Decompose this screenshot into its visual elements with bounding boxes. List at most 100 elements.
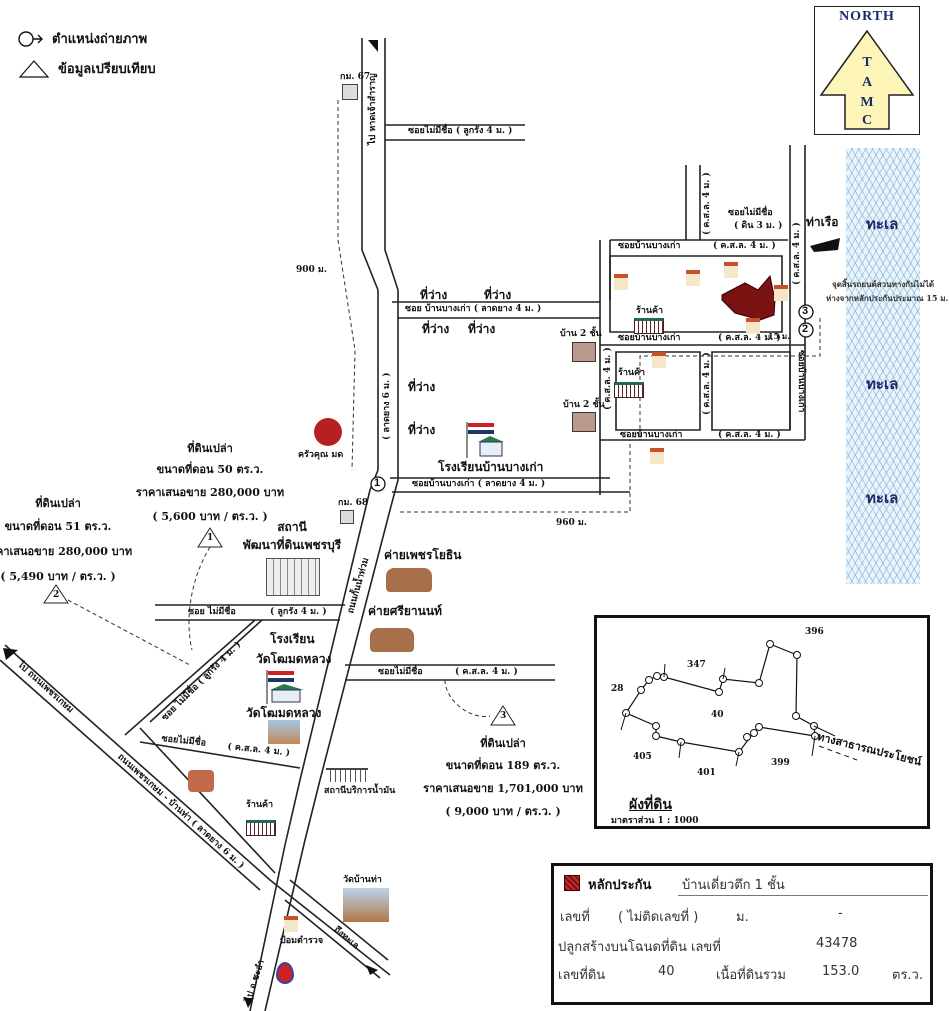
comparable-size: ขนาดที่ดอน 50 ตร.ว.: [156, 463, 264, 476]
distance-15-label: 15 ม.: [768, 331, 790, 341]
to-sea-road: [284, 879, 389, 979]
leader-lines: [67, 100, 821, 717]
comparable-1-marker[interactable]: [197, 527, 223, 548]
inner-block-right: [711, 351, 791, 431]
police-box-icon: [284, 916, 298, 932]
camera-position-icon: [18, 30, 43, 47]
east-block: [609, 255, 783, 333]
road-label-bangkao-low: ซอยบ้านบางเก่า: [620, 430, 683, 440]
neighbor-347: 347: [687, 660, 706, 670]
road-label-vertical-ksl-4: ( ค.ส.ล. 4 ม. ): [702, 352, 712, 415]
comparable-3-marker[interactable]: [490, 705, 516, 726]
house-icon: [650, 448, 664, 464]
comparable-unit-price: ( 9,000 บาท / ตร.ว. ): [445, 805, 561, 818]
road-label-soi-west: ซอย ไม่มีชื่อ: [188, 607, 236, 617]
restaurant-label: ครัวคุณ มด: [298, 450, 344, 460]
boundary-markers: [622, 640, 819, 756]
north-letter-t: T: [862, 55, 872, 70]
photo-point-2[interactable]: [798, 322, 814, 338]
neighbor-28: 28: [611, 684, 624, 694]
road-label-soi-west-surface: ( ลูกรัง 4 ม. ): [270, 607, 327, 617]
vacant-label: ที่ว่าง: [468, 322, 496, 336]
number-label: เลขที่: [560, 910, 590, 925]
camp-2-label: ค่ายศรียานนท์: [368, 604, 442, 618]
vacant-label: ที่ว่าง: [484, 288, 512, 302]
land-no-value: 40: [658, 964, 675, 979]
area-value: 153.0: [822, 964, 860, 979]
moo-value: -: [838, 906, 843, 921]
police-box-label: ป้อมตำรวจ: [280, 936, 324, 946]
comparable-size: ขนาดที่ดอน 189 ตร.ว.: [445, 759, 561, 772]
comparable-title: ที่ดินเปล่า: [187, 442, 233, 455]
shop-icon: [634, 318, 664, 334]
comparable-2-marker[interactable]: [43, 584, 69, 604]
leader-900: [337, 100, 356, 471]
comparable-unit-price: ( 5,600 บาท / ตร.ว. ): [152, 510, 268, 523]
photo-point-1[interactable]: [370, 476, 386, 492]
road-label-vertical-ksl-2: ( ค.ส.ล. 4 ม. ): [792, 222, 802, 285]
distance-900-label: 900 ม.: [296, 265, 327, 275]
land-no-label: เลขที่ดิน: [558, 968, 606, 983]
house-icon: [774, 285, 788, 301]
north-letter-m: M: [860, 95, 874, 110]
road-label-bangkao-low-surface: ( ค.ส.ล. 4 ม. ): [718, 430, 781, 440]
comparable-title: ที่ดินเปล่า: [35, 497, 81, 510]
tank-icon: [370, 628, 414, 652]
car-note-1: จุดสิ้นรถยนต์สวนทางกันไม่ได้: [832, 279, 935, 289]
distance-960-label: 960 ม.: [556, 518, 587, 528]
collateral-building: [721, 274, 776, 321]
area-unit: ตร.ว.: [892, 968, 923, 983]
leader-comp-2: [67, 599, 191, 666]
deed-value: 43478: [816, 936, 858, 951]
ship-icon: [810, 238, 840, 252]
house-icon: [686, 270, 700, 286]
road-label-soi-bangkao-2: ซอยบ้านบางเก่า ( ลาดยาง 4 ม. ): [412, 479, 546, 489]
comparable-markers: [43, 527, 516, 726]
road-label-main-north: ไป หาดเจ้าสำราญ: [368, 73, 378, 145]
collateral-swatch-icon: [564, 875, 580, 891]
phetkasem-east-edge: [139, 727, 301, 874]
ptt-station-icon: [276, 962, 294, 984]
vacant-label: ที่ว่าง: [420, 288, 448, 302]
plot-plan-panel: 347 396 28 405 401 399 40 ทางสาธารณประโย…: [594, 615, 930, 829]
photo-point-3-label: 3: [802, 305, 809, 317]
leader-photo-2: [639, 318, 821, 440]
shop-label: ร้านค้า: [636, 306, 664, 316]
vacant-label: ที่ว่าง: [408, 423, 436, 437]
neighbor-399: 399: [771, 758, 790, 768]
restaurant-icon: [314, 418, 342, 446]
photo-point-2-label: 2: [802, 323, 809, 335]
plot-plan-title: ผังที่ดิน: [629, 797, 672, 813]
plot-plan-diagram: [620, 640, 858, 767]
school-bangkao-label: โรงเรียนบ้านบางเก่า: [438, 460, 544, 474]
phetkasem-road: [0, 644, 391, 976]
sea-label-2: ทะเล: [866, 375, 899, 393]
soi-bangkao-road-2: [390, 477, 630, 493]
comparable-3-id: 3: [500, 711, 507, 721]
km-marker-icon: [340, 510, 354, 524]
area-label: เนื้อที่ดินรวม: [716, 968, 786, 983]
photo-point-1-label: 1: [374, 477, 381, 489]
soi-lower-road: [345, 664, 555, 681]
vertical-road-left: [685, 165, 701, 240]
house-icon: [572, 412, 596, 432]
comparable-price: ราคาเสนอขาย 280,000 บาท: [0, 545, 133, 558]
land-dev-station-label-1: สถานี: [277, 520, 307, 534]
comparable-price: ราคาเสนอขาย 1,701,000 บาท: [423, 782, 583, 795]
header-divider: [678, 895, 928, 896]
triangle-icon: [18, 59, 50, 78]
shop-label: ร้านค้า: [246, 800, 274, 810]
school-flag-icon: [266, 670, 304, 704]
house-2-storey-label: บ้าน 2 ชั้น: [560, 329, 602, 339]
tank-icon: [386, 568, 432, 592]
photo-points: [370, 304, 814, 492]
road-label-main-surface: ( ลาดยาง 6 ม. ): [382, 372, 392, 440]
house-icon: [746, 318, 760, 334]
house-icon: [724, 262, 738, 278]
leader-comp-1: [188, 546, 211, 651]
photo-point-3[interactable]: [798, 304, 814, 320]
comparable-2-id: 2: [53, 590, 60, 600]
chaam-arrow: [244, 998, 254, 1008]
inner-block-left: [615, 351, 701, 431]
